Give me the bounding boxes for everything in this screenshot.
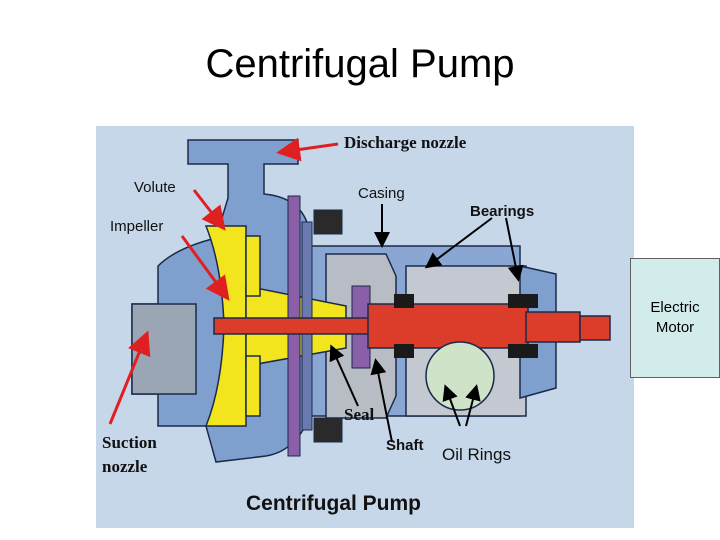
electric-motor-box: Electric Motor: [630, 258, 720, 378]
pointer-arrows: [108, 137, 524, 443]
diagram-caption: Centrifugal Pump: [246, 492, 421, 515]
label-volute: Volute: [134, 179, 176, 196]
label-seal: Seal: [344, 405, 375, 424]
bearings: [394, 294, 538, 358]
label-shaft: Shaft: [386, 437, 424, 454]
pump-diagram: Discharge nozzle Volute Casing Bearings …: [96, 126, 634, 528]
label-discharge-nozzle: Discharge nozzle: [344, 133, 467, 152]
label-suction-line1: Suction: [102, 433, 157, 452]
oil-ring-chamber: [425, 341, 495, 411]
motor-label-line1: Electric: [650, 299, 700, 316]
label-impeller: Impeller: [110, 218, 163, 235]
motor-label-line2: Motor: [655, 319, 695, 336]
label-oil-rings: Oil Rings: [442, 445, 511, 464]
label-casing: Casing: [358, 185, 405, 202]
shaft: [213, 303, 611, 349]
label-bearings: Bearings: [470, 203, 534, 220]
label-suction-line2: nozzle: [102, 457, 148, 476]
slide-title: Centrifugal Pump: [205, 42, 515, 86]
